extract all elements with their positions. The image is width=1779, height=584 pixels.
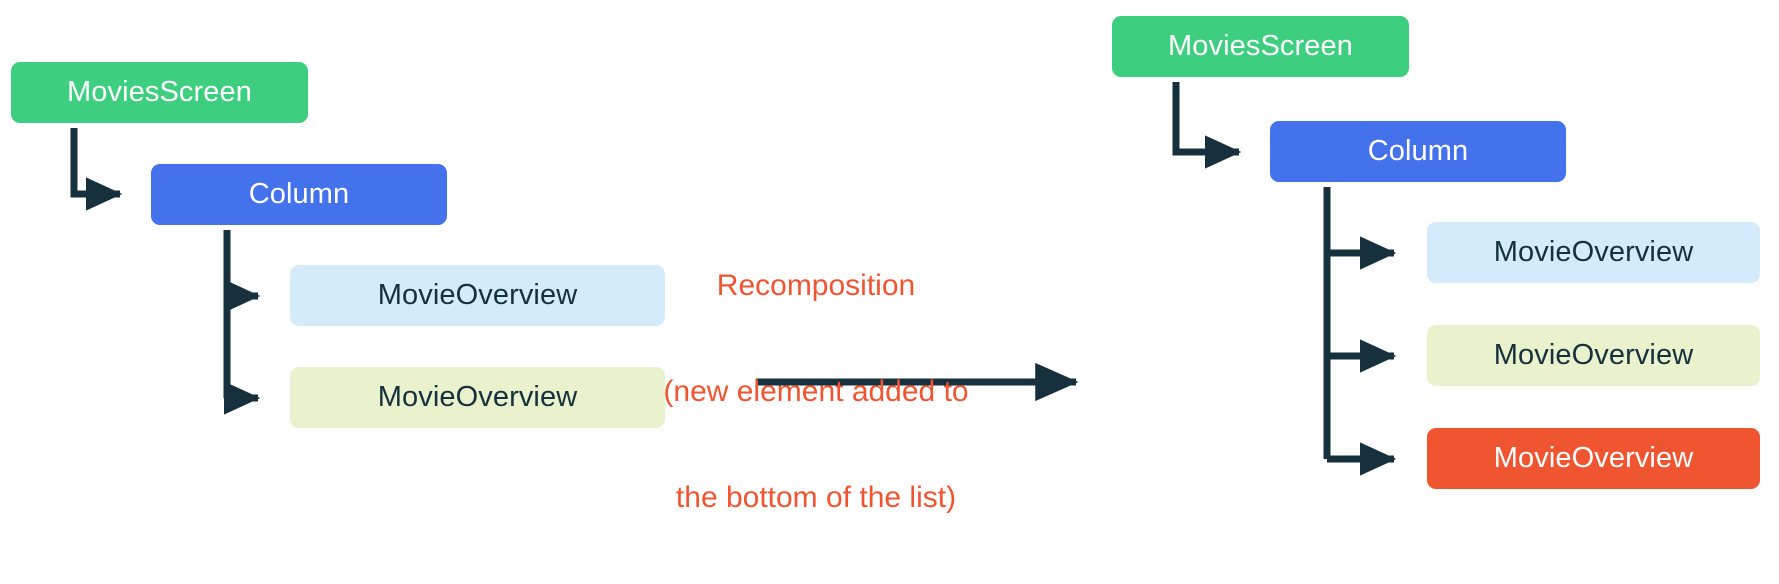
after-node-movies-screen-label: MoviesScreen (1168, 30, 1353, 62)
before-node-movie-overview-2-label: MovieOverview (377, 381, 578, 413)
after-node-movie-overview-1[interactable]: MovieOverview (1427, 222, 1760, 283)
after-node-movie-overview-2-label: MovieOverview (1493, 339, 1694, 371)
edge-movies-screen-to-column-after (1172, 82, 1242, 169)
before-node-movie-overview-2[interactable]: MovieOverview (290, 367, 665, 428)
recomposition-caption-line-3: the bottom of the list) (675, 481, 957, 515)
before-node-movie-overview-1-label: MovieOverview (377, 279, 578, 311)
after-node-movie-overview-3[interactable]: MovieOverview (1427, 428, 1760, 489)
after-node-column[interactable]: Column (1270, 121, 1566, 182)
before-node-column[interactable]: Column (151, 164, 447, 225)
recomposition-caption-line-1: Recomposition (716, 268, 916, 302)
after-node-movie-overview-1-label: MovieOverview (1493, 236, 1694, 268)
before-node-movies-screen[interactable]: MoviesScreen (11, 62, 308, 123)
after-node-column-label: Column (1367, 135, 1469, 167)
edge-movies-screen-to-column-before (70, 128, 123, 211)
recomposition-caption-line-2: (new element added to (663, 374, 969, 408)
before-node-column-label: Column (248, 178, 350, 210)
after-node-movies-screen[interactable]: MoviesScreen (1112, 16, 1409, 77)
before-node-movie-overview-1[interactable]: MovieOverview (290, 265, 665, 326)
after-node-movie-overview-2[interactable]: MovieOverview (1427, 325, 1760, 386)
after-node-movie-overview-3-label: MovieOverview (1493, 442, 1694, 474)
recomposition-caption: Recomposition (new element added to the … (656, 197, 976, 584)
before-node-movies-screen-label: MoviesScreen (67, 76, 252, 108)
